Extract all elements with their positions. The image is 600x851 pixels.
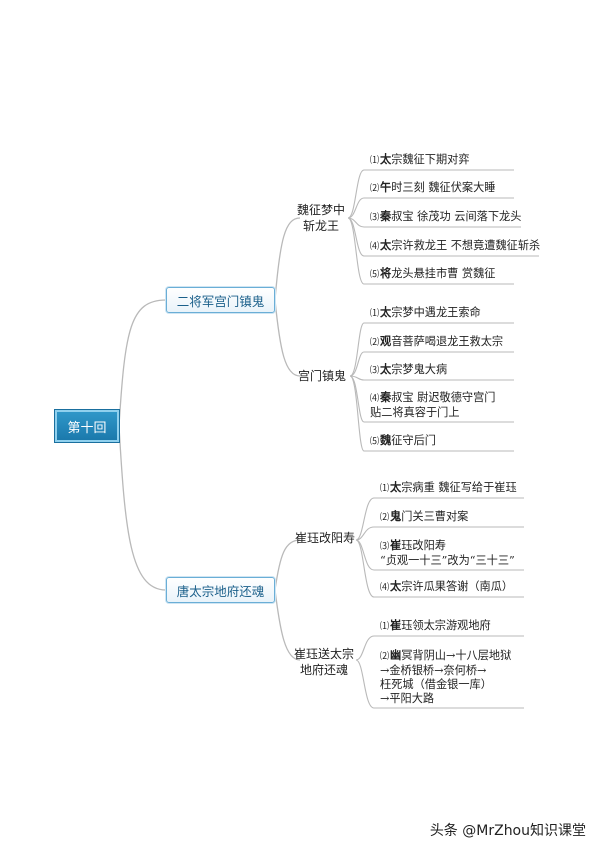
- leaf-node[interactable]: ⑶崔珏改阳寿 “贞观一十三”改为“三十三”: [380, 538, 515, 568]
- leaf-head-char: 太: [380, 238, 392, 252]
- leaf-head-char: 太: [380, 305, 392, 319]
- sub-node-cuijue-lifespan[interactable]: 崔珏改阳寿: [294, 531, 355, 545]
- leaf-connector: [349, 375, 365, 452]
- leaf-node[interactable]: ⑴太宗梦中遇龙王索命: [370, 305, 481, 321]
- sub-node-cuijue-return[interactable]: 崔珏送太宗 地府还魂: [293, 647, 354, 677]
- leaf-connector: [355, 539, 375, 571]
- leaf-number: ⑵: [370, 184, 380, 194]
- leaf-number: ⑷: [370, 242, 380, 252]
- leaf-head-char: 太: [390, 480, 402, 494]
- leaf-head-char: 崔: [390, 618, 402, 632]
- leaf-connector: [347, 217, 365, 285]
- leaf-text: 音菩萨喝退龙王救太宗: [391, 335, 504, 348]
- sub-node-weizheng-dream[interactable]: 魏征梦中 斩龙王: [296, 203, 345, 233]
- leaf-number: ⑵: [370, 338, 380, 348]
- leaf-head-char: 观: [380, 334, 392, 348]
- leaf-head-char: 魏: [380, 433, 392, 447]
- leaf-connector: [347, 169, 365, 219]
- leaf-node[interactable]: ⑷太宗许瓜果答谢（南瓜）: [380, 579, 513, 595]
- leaf-text: 宗病重 魏征写给于崔珏: [401, 481, 517, 494]
- leaf-head-char: 午: [380, 180, 392, 194]
- leaf-connector: [349, 351, 365, 377]
- leaf-number: ⑷: [370, 394, 380, 404]
- leaf-text: 宗许救龙王 不想竟遭魏征斩杀: [391, 239, 541, 252]
- leaf-connector: [347, 197, 365, 219]
- leaf-node[interactable]: ⑵鬼门关三曹对案: [380, 509, 468, 525]
- leaf-number: ⑸: [370, 437, 380, 447]
- leaf-text: 叔宝 徐茂功 云间落下龙头: [391, 210, 522, 223]
- leaf-node[interactable]: ⑶秦叔宝 徐茂功 云间落下龙头: [370, 209, 521, 225]
- leaf-node[interactable]: ⑸魏征守后门: [370, 433, 436, 449]
- leaf-head-char: 太: [380, 362, 392, 376]
- leaf-text: 龙头悬挂市曹 赏魏征: [391, 267, 496, 280]
- leaf-node[interactable]: ⑸将龙头悬挂市曹 赏魏征: [370, 266, 495, 282]
- leaf-number: ⑴: [370, 156, 380, 166]
- leaf-head-char: 太: [380, 152, 392, 166]
- leaf-head-char: 秦: [380, 390, 392, 404]
- leaf-node[interactable]: ⑵幽冥背阴山→十八层地狱 →金桥银桥→奈何桥→ 枉死城（借金银一库） →平阳大路: [380, 648, 511, 706]
- leaf-head-char: 鬼: [390, 509, 402, 523]
- leaf-number: ⑴: [380, 484, 390, 494]
- leaf-number: ⑴: [370, 309, 380, 319]
- leaf-node[interactable]: ⑵午时三刻 魏征伏案大睡: [370, 180, 495, 196]
- leaf-number: ⑶: [370, 366, 380, 376]
- leaf-number: ⑴: [380, 622, 390, 632]
- leaf-connector: [355, 539, 375, 598]
- leaf-node[interactable]: ⑷秦叔宝 尉迟敬德守宫门 贴二将真容于门上: [370, 390, 495, 420]
- leaf-head-char: 秦: [380, 209, 392, 223]
- root-label: 第十回: [67, 420, 107, 436]
- leaf-text: 宗梦鬼大病: [391, 363, 448, 376]
- leaf-number: ⑵: [380, 513, 390, 523]
- leaf-text: 时三刻 魏征伏案大睡: [391, 181, 496, 194]
- branch-node-2[interactable]: 唐太宗地府还魂: [166, 577, 275, 603]
- leaf-node[interactable]: ⑷太宗许救龙王 不想竟遭魏征斩杀: [370, 238, 540, 254]
- leaf-node[interactable]: ⑵观音菩萨喝退龙王救太宗: [370, 334, 503, 350]
- root-node[interactable]: 第十回: [55, 410, 119, 442]
- leaf-text: 宗魏征下期对弈: [391, 153, 470, 166]
- leaf-connector: [349, 375, 365, 423]
- branch-label: 唐太宗地府还魂: [176, 583, 265, 599]
- leaf-text: 门关三曹对案: [401, 510, 469, 523]
- leaf-connector: [349, 322, 365, 377]
- leaf-connector: [355, 659, 375, 709]
- leaf-text: 珏领太宗游观地府: [401, 619, 491, 632]
- leaf-text: 冥背阴山→十八层地狱 →金桥银桥→奈何桥→ 枉死城（借金银一库） →平阳大路: [380, 649, 512, 705]
- leaf-number: ⑶: [380, 542, 390, 552]
- leaf-connector: [355, 635, 375, 661]
- leaf-connector: [349, 375, 365, 381]
- leaf-number: ⑷: [380, 583, 390, 593]
- leaf-node[interactable]: ⑴崔珏领太宗游观地府: [380, 618, 491, 634]
- leaf-connector: [355, 526, 375, 541]
- leaf-head-char: 幽: [390, 648, 402, 662]
- leaf-node[interactable]: ⑶太宗梦鬼大病: [370, 362, 447, 378]
- leaf-text: 珏改阳寿 “贞观一十三”改为“三十三”: [380, 539, 515, 567]
- leaf-node[interactable]: ⑴太宗病重 魏征写给于崔珏: [380, 480, 517, 496]
- leaf-head-char: 崔: [390, 538, 402, 552]
- leaf-connector: [355, 497, 375, 541]
- branch-node-1[interactable]: 二将军宫门镇鬼: [166, 287, 275, 313]
- leaf-head-char: 太: [390, 579, 402, 593]
- leaf-text: 征守后门: [391, 434, 436, 447]
- leaf-number: ⑵: [380, 652, 390, 662]
- branch-label: 二将军宫门镇鬼: [176, 293, 265, 309]
- leaf-head-char: 将: [380, 266, 392, 280]
- leaf-text: 宗梦中遇龙王索命: [391, 306, 481, 319]
- leaf-text: 叔宝 尉迟敬德守宫门 贴二将真容于门上: [370, 391, 496, 419]
- leaf-text: 宗许瓜果答谢（南瓜）: [401, 580, 514, 593]
- leaf-number: ⑶: [370, 213, 380, 223]
- leaf-node[interactable]: ⑴太宗魏征下期对弈: [370, 152, 470, 168]
- watermark: 头条 @MrZhou知识课堂: [429, 823, 586, 839]
- sub-node-palace-gate[interactable]: 宫门镇鬼: [297, 369, 346, 383]
- leaf-number: ⑸: [370, 270, 380, 280]
